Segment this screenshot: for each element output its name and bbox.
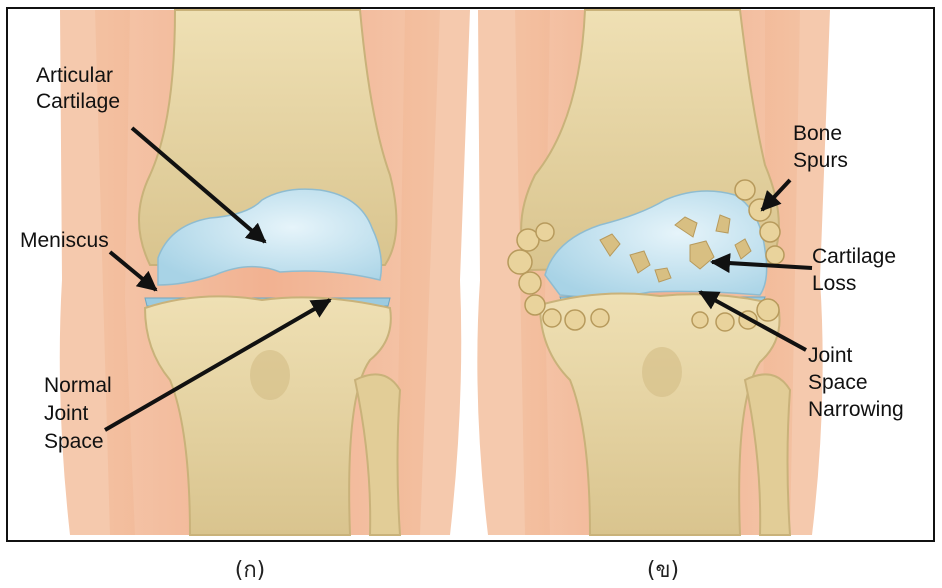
label-meniscus: Meniscus [20,229,109,252]
right-knee-illustration [477,10,830,535]
caption-left-panel: (ก) [235,558,266,583]
left-knee-illustration [60,10,470,535]
caption-right-panel: (ข) [647,558,679,583]
